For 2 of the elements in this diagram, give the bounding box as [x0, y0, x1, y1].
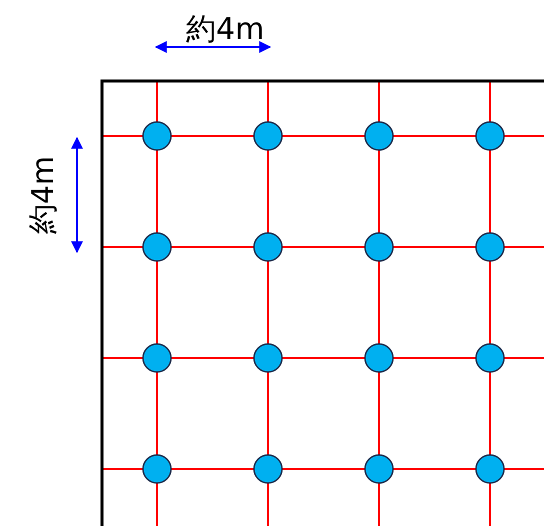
- dimension-label: 約4m: [186, 15, 264, 45]
- dimension-label: 約4m: [29, 156, 60, 234]
